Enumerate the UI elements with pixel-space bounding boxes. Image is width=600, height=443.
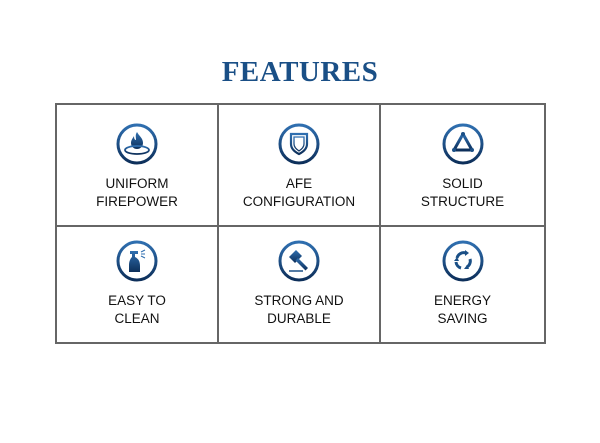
feature-easy-to-clean: EASY TO CLEAN: [57, 227, 219, 342]
feature-energy-saving: ENERGY SAVING: [381, 227, 544, 342]
page-title: FEATURES: [221, 56, 379, 88]
feature-label-line2: STRUCTURE: [420, 194, 505, 209]
triangle-icon: [442, 123, 483, 165]
shield-icon: [278, 123, 320, 165]
feature-label-line1: SOLID: [442, 176, 483, 191]
feature-label-line2: FIREPOWER: [96, 194, 178, 209]
feature-solid-structure: SOLID STRUCTURE: [381, 105, 544, 227]
flame-icon: [116, 123, 158, 165]
feature-label-line2: CLEAN: [114, 311, 160, 326]
feature-label-line1: UNIFORM: [105, 176, 169, 191]
feature-uniform-firepower: UNIFORM FIREPOWER: [57, 105, 219, 227]
feature-label-line1: STRONG AND: [254, 293, 344, 308]
feature-label-line2: DURABLE: [267, 311, 331, 326]
feature-label-line1: ENERGY: [433, 293, 491, 308]
feature-label-line2: SAVING: [437, 311, 488, 326]
feature-strong-and-durable: STRONG AND DURABLE: [219, 227, 381, 342]
feature-label-line1: EASY TO: [108, 293, 166, 308]
hammer-icon: [278, 240, 320, 282]
spray-bottle-icon: [116, 240, 158, 282]
feature-label-line2: CONFIGURATION: [242, 194, 356, 209]
feature-label-line1: AFE: [285, 176, 313, 191]
recycle-icon: [442, 240, 483, 282]
feature-afe-configuration: AFE CONFIGURATION: [219, 105, 381, 227]
